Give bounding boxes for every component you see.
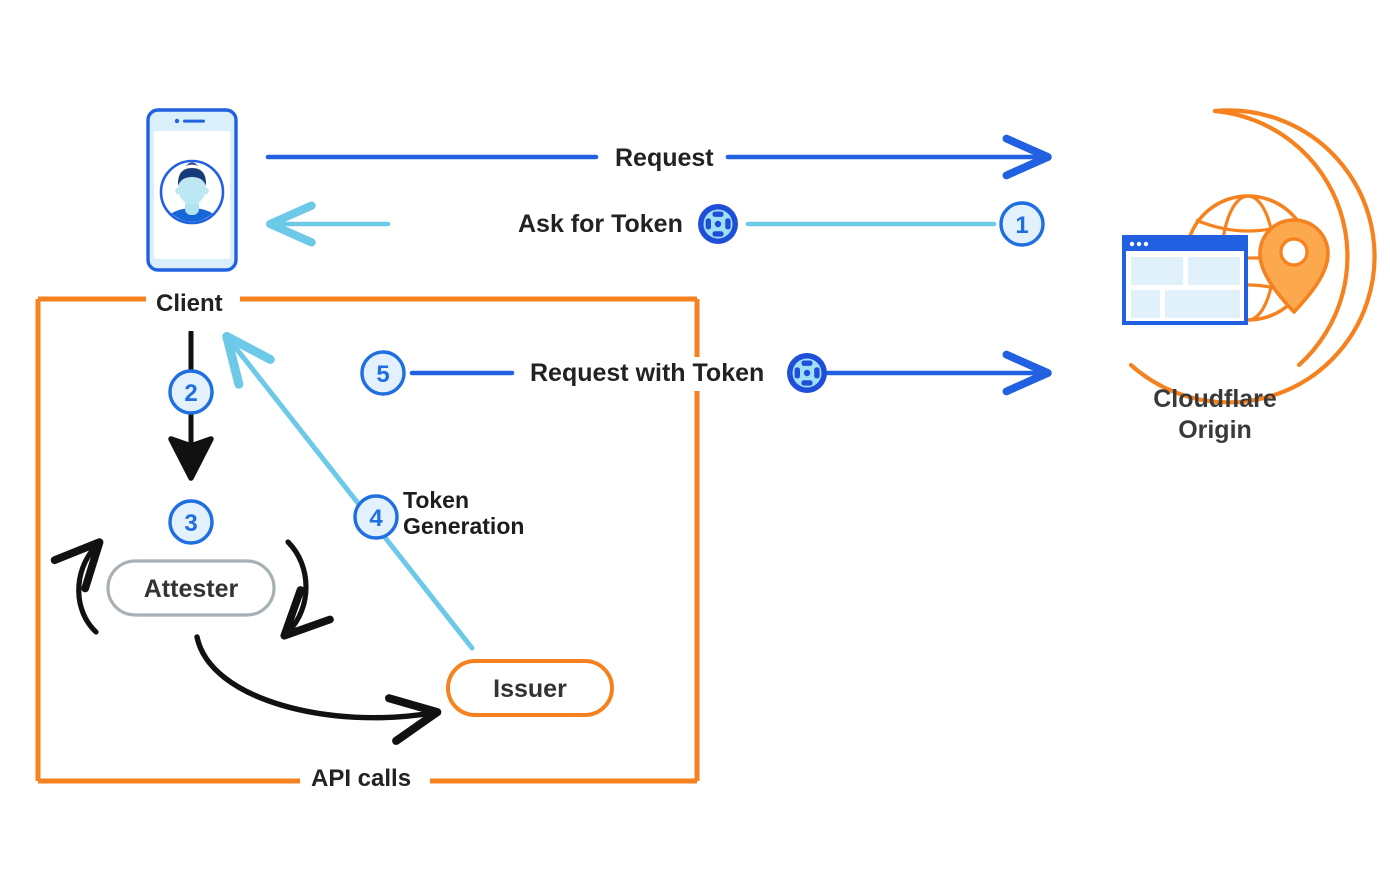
step-badge-2-label: 2 [184,380,197,407]
node-attester[interactable]: Attester [106,559,276,617]
node-issuer[interactable]: Issuer [446,659,614,717]
node-attester-label: Attester [144,575,239,603]
flow-request-with-token-label: Request with Token [524,359,771,388]
flow-token-generation-label: Token Generation [403,487,524,539]
flow-ask-for-token-label: Ask for Token [512,210,689,239]
node-origin-label-line1: Cloudflare [1153,385,1277,413]
step-badge-4-label: 4 [369,505,383,532]
location-pin-icon [1258,218,1330,314]
node-issuer-label: Issuer [493,675,567,703]
step-badge-5: 5 [360,350,406,396]
step-badge-3: 3 [168,499,214,545]
token-icon [698,204,738,244]
step-badge-1: 1 [999,201,1045,247]
flow-request-label: Request [609,144,720,173]
boundary-api-calls-label: API calls [305,765,418,793]
mobile-phone-user-icon [146,108,238,272]
flow-token-generation-arrow [222,331,475,651]
step-badge-3-label: 3 [184,510,197,537]
cloudflare-origin-icon [1122,108,1377,405]
browser-window-icon [1122,235,1248,325]
flow-token-generation-label-line1: Token [403,487,470,513]
step-badge-5-label: 5 [376,361,389,388]
node-client-label: Client [150,290,229,318]
node-origin-label-line2: Origin [1178,416,1252,444]
attestation-loop-arrows [50,538,442,745]
step-badge-4: 4 [353,494,399,540]
flow-token-generation-label-line2: Generation [403,513,525,539]
step-badge-2: 2 [168,369,214,415]
step-badge-1-label: 1 [1015,212,1028,239]
node-origin-label: Cloudflare Origin [1090,384,1340,446]
token-icon [787,353,827,393]
api-calls-boundary [35,296,700,784]
